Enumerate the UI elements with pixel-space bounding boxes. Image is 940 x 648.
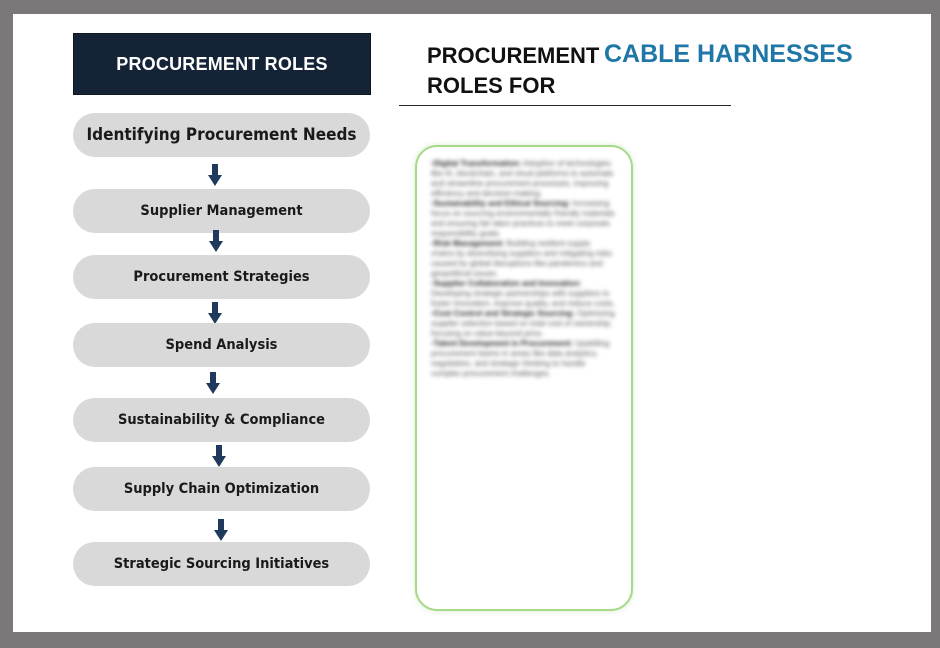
roles-header-label: PROCUREMENT ROLES xyxy=(116,53,328,74)
step-identifying-needs: Identifying Procurement Needs xyxy=(73,113,370,157)
step-label: Identifying Procurement Needs xyxy=(86,125,357,145)
title-divider xyxy=(399,105,731,106)
card-item: •Sustainability and Ethical Sourcing: In… xyxy=(431,199,615,238)
card-item-text: Building resilient supply chains by dive… xyxy=(431,239,612,278)
card-item: •Digital Transformation: Adoption of tec… xyxy=(431,159,614,198)
down-arrow-icon xyxy=(208,302,222,324)
card-item-text: Upskilling procurement teams in areas li… xyxy=(431,339,610,378)
step-strategic-sourcing: Strategic Sourcing Initiatives xyxy=(73,542,370,586)
down-arrow-icon xyxy=(209,230,223,252)
down-arrow-icon xyxy=(212,445,226,467)
step-label: Sustainability & Compliance xyxy=(117,412,326,428)
card-item-heading: Sustainability and Ethical Sourcing: xyxy=(433,199,571,208)
step-label: Procurement Strategies xyxy=(133,269,310,285)
card-item-heading: Digital Transformation: xyxy=(433,159,522,168)
down-arrow-icon xyxy=(214,519,228,541)
slide: PROCUREMENT ROLES Identifying Procuremen… xyxy=(13,14,931,632)
card-item-heading: Talent Development in Procurement: xyxy=(433,339,573,348)
roles-header: PROCUREMENT ROLES xyxy=(73,33,371,95)
step-label: Strategic Sourcing Initiatives xyxy=(113,556,330,572)
step-sustainability-compliance: Sustainability & Compliance xyxy=(73,398,370,442)
title-highlight: CABLE HARNESSES xyxy=(604,40,853,68)
step-spend-analysis: Spend Analysis xyxy=(73,323,370,367)
down-arrow-icon xyxy=(206,372,220,394)
step-label: Supply Chain Optimization xyxy=(123,481,320,497)
blurred-content-card: •Digital Transformation: Adoption of tec… xyxy=(415,145,633,611)
card-item: •Supplier Collaboration and Innovation: … xyxy=(431,279,615,308)
card-item: •Cost Control and Strategic Sourcing: Op… xyxy=(431,309,615,338)
card-item-text: Adoption of technologies like AI, blockc… xyxy=(431,159,614,198)
card-item-text: Developing strategic partnerships with s… xyxy=(431,289,615,308)
title-prefix: PROCUREMENT ROLES FOR xyxy=(427,43,600,98)
step-supplier-management: Supplier Management xyxy=(73,189,370,233)
card-item: •Talent Development in Procurement: Upsk… xyxy=(431,339,610,378)
step-procurement-strategies: Procurement Strategies xyxy=(73,255,370,299)
card-item-text: Optimizing supplier selection based on t… xyxy=(431,309,615,338)
card-item-heading: Cost Control and Strategic Sourcing: xyxy=(433,309,575,318)
card-item-heading: Supplier Collaboration and Innovation: xyxy=(433,279,582,288)
card-item: •Risk Management: Building resilient sup… xyxy=(431,239,612,278)
card-item-text: Increasing focus on sourcing environment… xyxy=(431,199,615,238)
card-item-heading: Risk Management: xyxy=(433,239,505,248)
card-text: •Digital Transformation: Adoption of tec… xyxy=(417,147,631,389)
step-supply-chain-optimization: Supply Chain Optimization xyxy=(73,467,370,511)
step-label: Spend Analysis xyxy=(165,337,278,353)
down-arrow-icon xyxy=(208,164,222,186)
step-label: Supplier Management xyxy=(140,203,303,219)
